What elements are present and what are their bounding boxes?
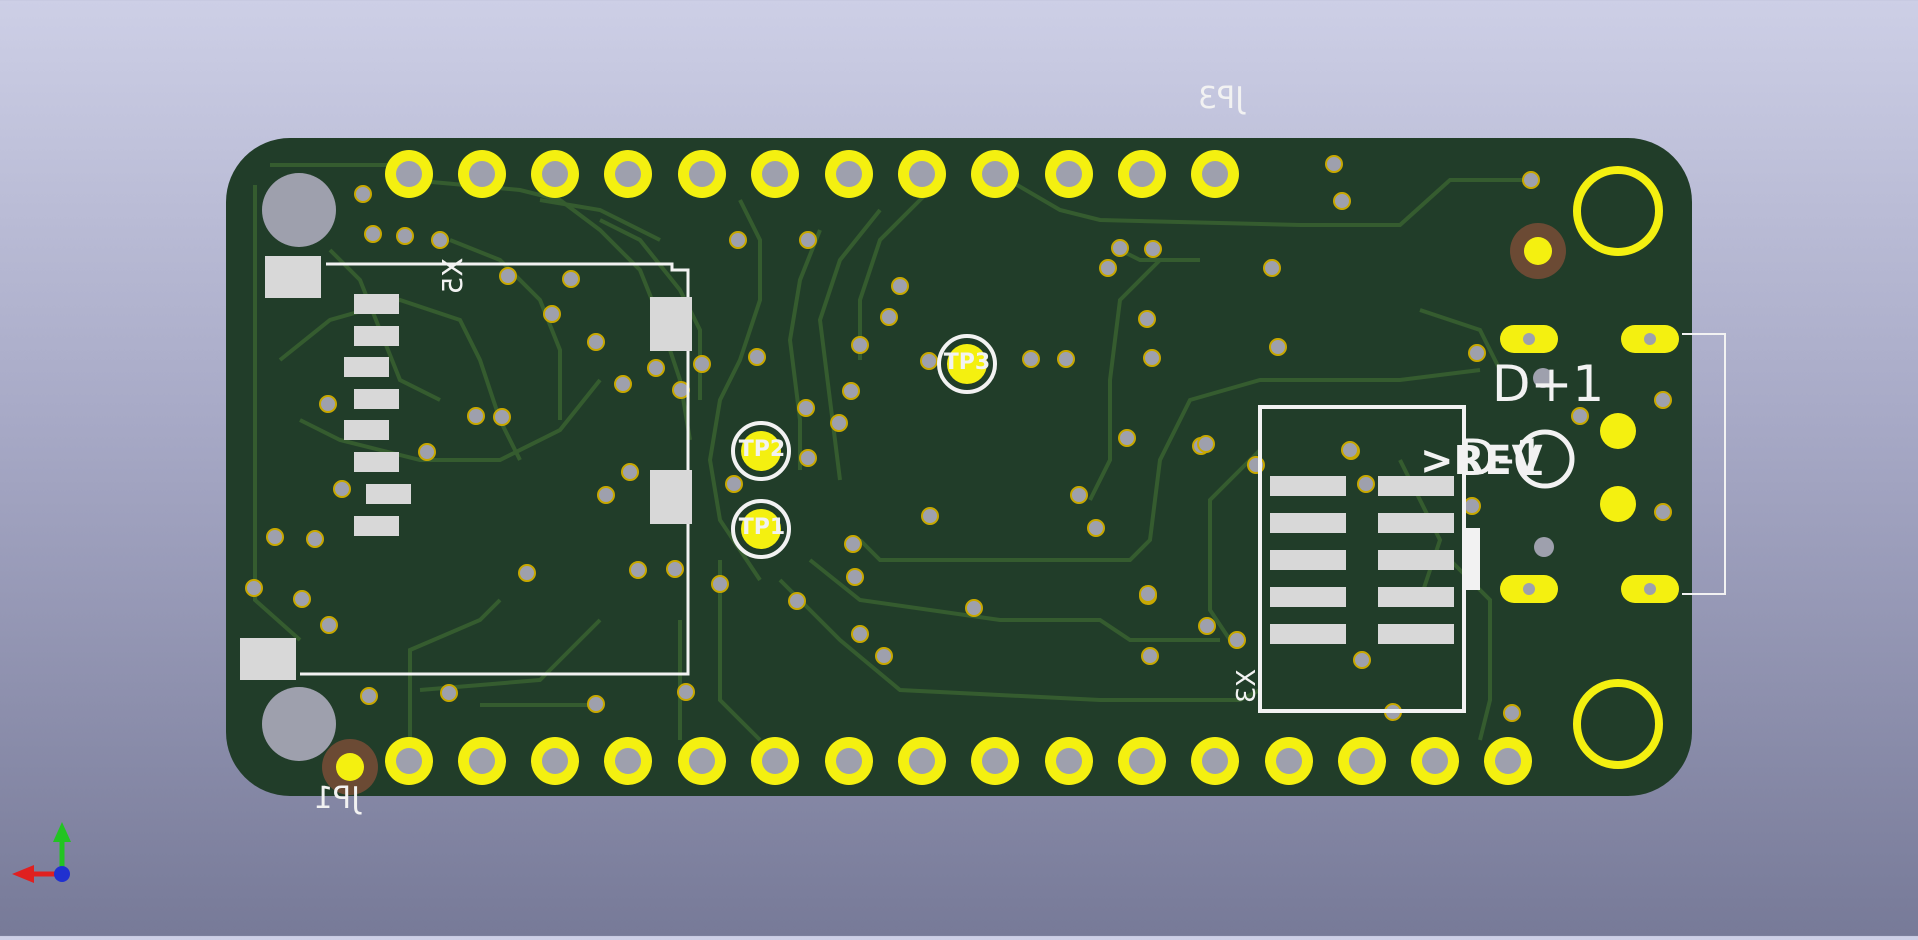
label-jp1: JP1 bbox=[314, 781, 362, 816]
label-jp3: JP3 bbox=[1198, 81, 1246, 116]
xyz-axis-icon[interactable] bbox=[12, 822, 71, 883]
label-x5: X5 bbox=[436, 258, 469, 295]
label-tp3: TP3 bbox=[944, 350, 990, 375]
mounting-holes bbox=[262, 166, 1663, 795]
label-x3: X3 bbox=[1232, 669, 1262, 703]
test-points bbox=[731, 334, 1575, 559]
label-tp2: TP2 bbox=[739, 437, 785, 462]
header-jp3-holes bbox=[396, 161, 1228, 187]
label-tp1: TP1 bbox=[739, 515, 785, 540]
label-dminus: D-1 bbox=[1458, 429, 1546, 487]
usb-connector bbox=[1500, 325, 1726, 603]
header-jp1-holes bbox=[396, 748, 1521, 774]
sd-card-x5 bbox=[240, 256, 692, 680]
label-rev: >REV bbox=[1420, 438, 1543, 484]
chip-x3 bbox=[1258, 405, 1480, 713]
copper-traces bbox=[253, 163, 1530, 742]
label-dplus: D+1 bbox=[1492, 355, 1604, 413]
vias bbox=[245, 155, 1672, 722]
